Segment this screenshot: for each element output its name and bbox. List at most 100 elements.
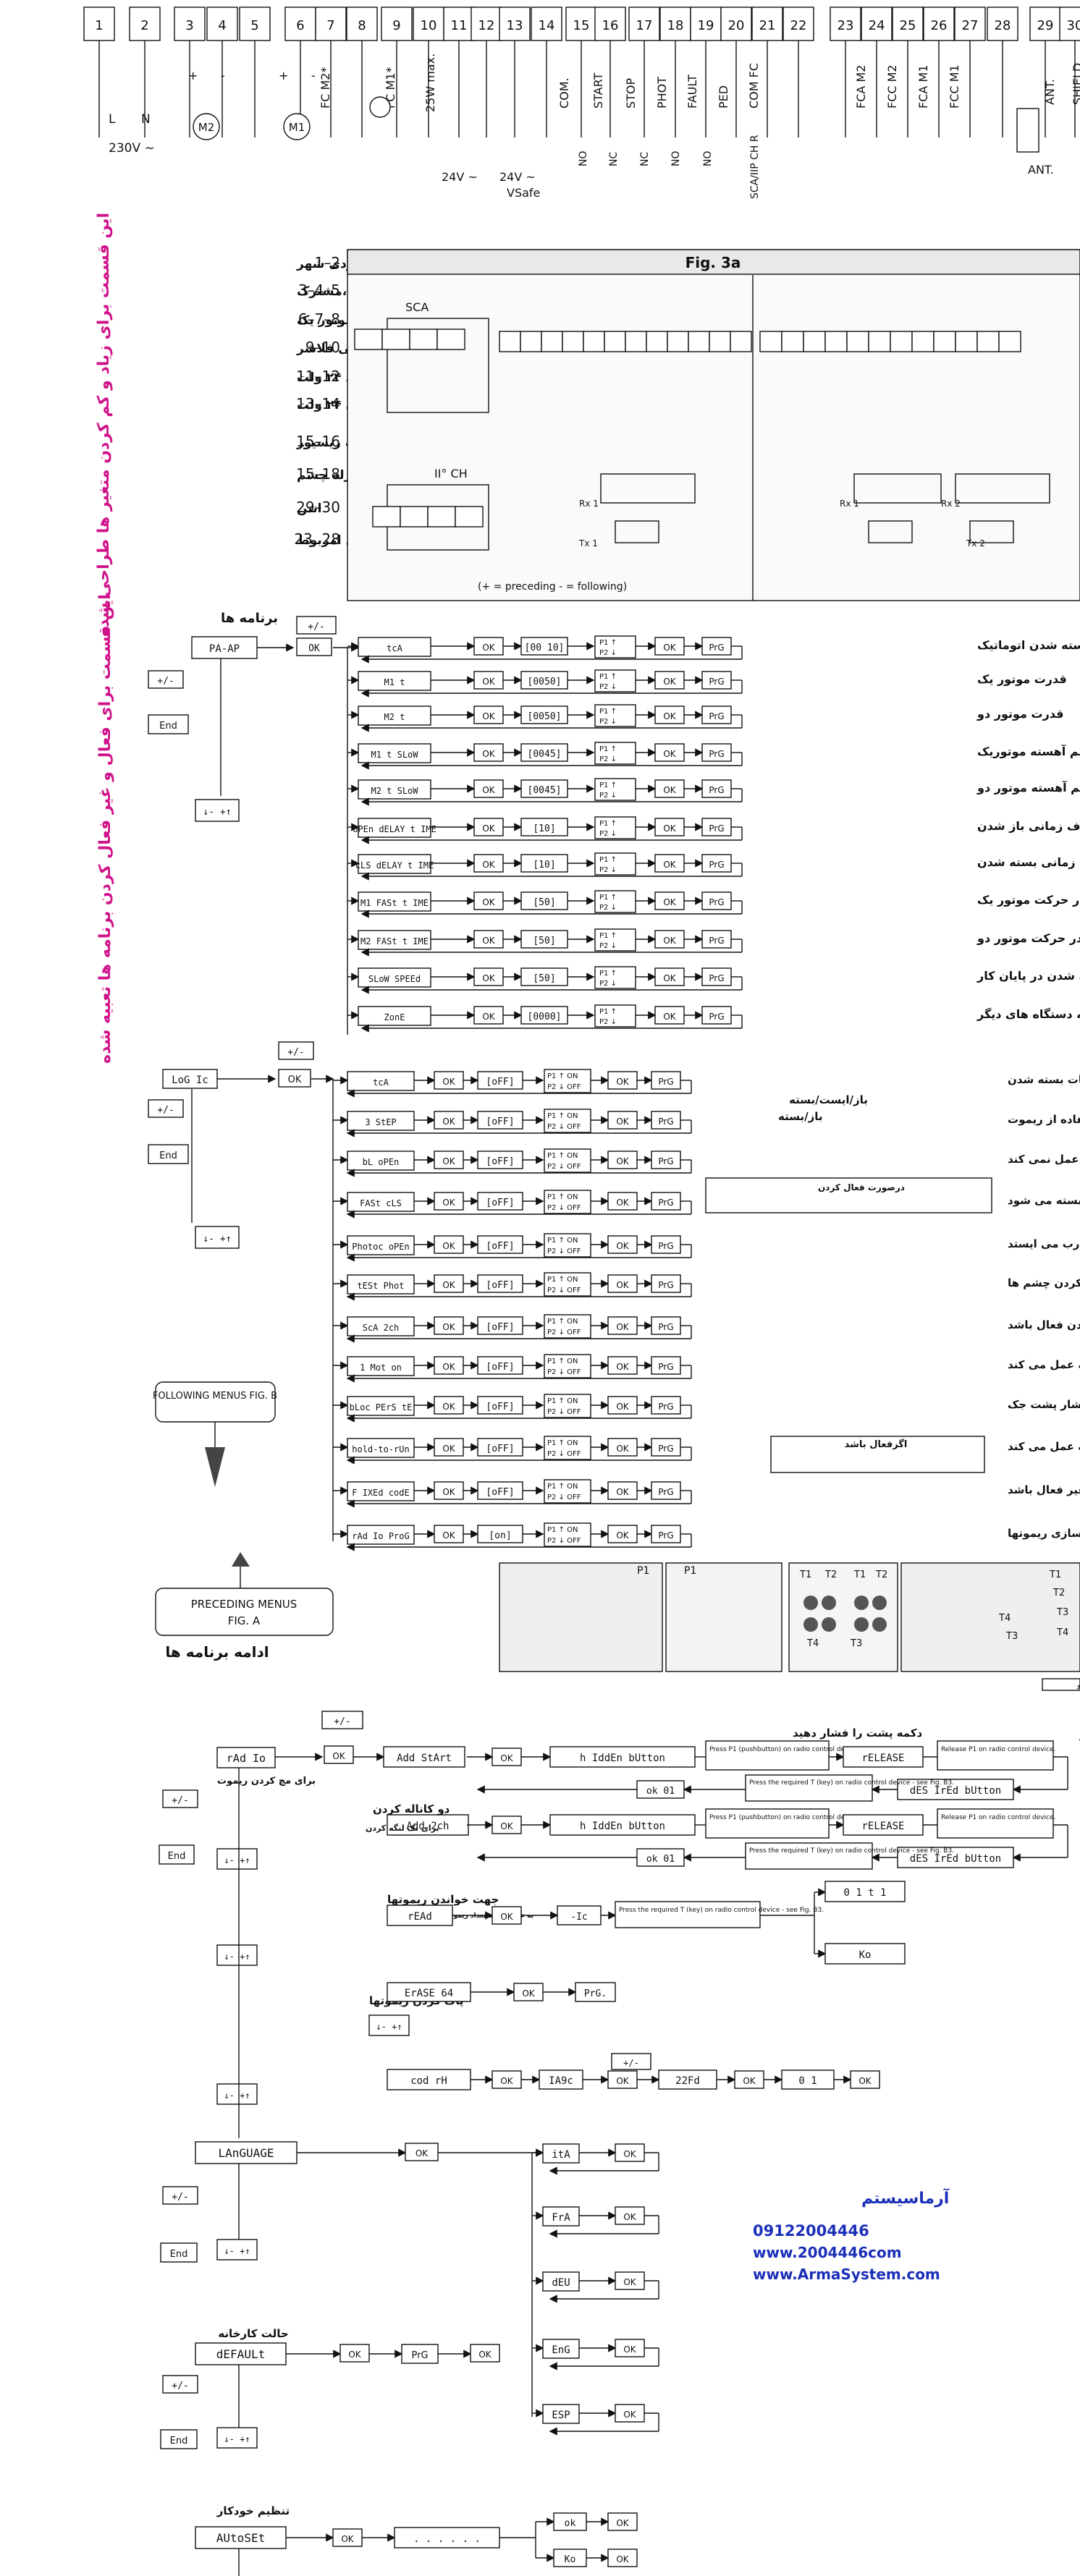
pm-up-label: P1 ↑	[599, 894, 617, 902]
param-value-box	[520, 706, 568, 724]
lang-end-label: End	[170, 2249, 188, 2260]
param-prg-box	[701, 743, 732, 762]
vertical-note-mid: این قسمت برای فعال و غیر فعال کردن برنام…	[96, 594, 114, 1064]
terminal-number: 19	[698, 18, 714, 33]
read-note-box	[615, 1901, 761, 1928]
logic-lcd-box-label: 3 StEP	[365, 1117, 396, 1127]
terminal-box	[531, 7, 562, 41]
terminal-label: COM.	[557, 77, 571, 109]
logic-description: فشار پشت جک	[1008, 1398, 1080, 1412]
legend-range: 6–7–8	[298, 310, 340, 328]
param-row-ok2-label: OK	[663, 749, 676, 759]
preceding-note: (+ = preceding - = following)	[478, 581, 627, 593]
hidden-button-box	[549, 1814, 696, 1836]
param-row-ok	[473, 706, 504, 724]
lang-pm-label: +/-	[172, 2192, 188, 2203]
logic-row-ok2	[607, 1274, 638, 1293]
logic-prg-box	[651, 1316, 681, 1335]
legend-range: 9–10	[305, 339, 340, 356]
legend-range: 11–12	[296, 368, 340, 385]
remote-button-icon	[854, 1596, 869, 1610]
param-row-ok-label: OK	[482, 860, 495, 870]
param-value-box-label: [50]	[533, 973, 555, 984]
contact-type-label: NO	[702, 151, 714, 167]
logic-row-ok2	[607, 1151, 638, 1169]
read-box-label: rEAd	[408, 1911, 432, 1923]
sca-box	[387, 318, 489, 413]
ok01-box-label: ok 01	[646, 1786, 675, 1797]
power-label: 230V ~	[109, 141, 155, 156]
motor2-label: M2	[198, 121, 215, 134]
fast-close-note: درصورت فعال کردن	[818, 1182, 905, 1193]
param-value-box-label: [10]	[533, 823, 555, 834]
cod-box-label: cod rH	[410, 2075, 447, 2087]
logic-row-ok-label: OK	[442, 1362, 455, 1372]
logic-onoff-box	[544, 1148, 591, 1173]
pm-up-label: P1 ↑	[599, 745, 617, 753]
lang-pm	[162, 2186, 198, 2205]
erase-ok	[513, 1983, 544, 2001]
logic-row-ok	[434, 1071, 464, 1090]
a9c-box-label: IA9c	[549, 2075, 573, 2087]
terminal-number: 4	[218, 18, 226, 33]
logic-prg-box	[651, 1356, 681, 1375]
dash-box-label: -Ic	[570, 1912, 587, 1923]
rel-note-box	[937, 1740, 1054, 1771]
radio-nav-3	[216, 1944, 258, 1966]
logic-pm-left-label: +/-	[157, 1105, 174, 1116]
pm-down-label: P2 ↓	[599, 830, 617, 838]
param-row-ok-label: OK	[482, 1012, 495, 1022]
param-row-ok2	[654, 967, 685, 986]
def-end-label: End	[170, 2436, 188, 2446]
read-ok	[492, 1906, 522, 1925]
logic-row-ok2-label: OK	[616, 1444, 629, 1454]
legend-range: 1–2	[315, 254, 340, 271]
fig3a-small-terminal	[427, 506, 456, 528]
auto-ok-label: OK	[341, 2534, 354, 2544]
legend-description: انتن	[297, 501, 321, 516]
cod-ok2	[607, 2070, 638, 2089]
param-description: تایم جهت اهسته بسته شدن در پایان کار	[976, 969, 1080, 983]
auto-ko-final-label: OK	[616, 2554, 629, 2564]
logic-value-box-label: [oFF]	[486, 1117, 514, 1127]
radio-root-box-label: rAd Io	[227, 1752, 266, 1765]
f2d-box-label: 22Fd	[675, 2075, 700, 2087]
off-label: P2 ↓ OFF	[547, 1329, 581, 1336]
logic-onoff-box	[544, 1233, 591, 1258]
logic-lcd-box	[347, 1111, 415, 1131]
param-description: قدرت موتور یک	[977, 672, 1067, 686]
param-root-box	[191, 636, 258, 659]
param-row-ok	[473, 967, 504, 986]
param-row-ok-label: OK	[482, 677, 495, 687]
param-value-box-label: [0045]	[528, 785, 562, 796]
default-ok2	[470, 2344, 500, 2363]
param-row-ok-label: OK	[482, 897, 495, 907]
param-prg-box	[701, 1006, 732, 1025]
remote-label: برای مچ کردن ریموت	[217, 1776, 316, 1787]
on-label: P1 ↑ ON	[547, 1072, 578, 1080]
fig3a-terminal-left	[646, 331, 668, 352]
remote-button-icon	[872, 1596, 887, 1610]
following-box	[155, 1381, 276, 1423]
fig3a-terminal-left	[520, 331, 542, 352]
logic-prg-box-label: PrG	[658, 1444, 673, 1454]
lang-nav-label: ↓- +↑	[224, 2246, 250, 2256]
terminal-label: START	[591, 72, 605, 109]
remote-button-icon	[803, 1596, 818, 1610]
param-row-ok-label: OK	[482, 973, 495, 983]
param-lcd-box	[358, 706, 431, 726]
lang-option-box	[542, 2339, 580, 2359]
fig3a-terminal-left	[562, 331, 584, 352]
cod-ok3	[734, 2070, 764, 2089]
logic-row-ok-label: OK	[442, 1198, 455, 1208]
ok01-box-label: ok 01	[646, 1854, 675, 1865]
param-lcd-box-label: M2 t	[384, 712, 405, 722]
logic-prg-box	[651, 1235, 681, 1254]
logic-value-box-label: [oFF]	[486, 1322, 514, 1333]
terminal-number: 21	[759, 18, 776, 33]
auto-ok-result-label: ok	[565, 2518, 576, 2529]
terminal-label: FCC M1	[948, 64, 961, 109]
pm-down-label: P2 ↓	[599, 980, 617, 988]
release-box	[843, 1814, 924, 1836]
logic-row-ok-label: OK	[442, 1402, 455, 1412]
